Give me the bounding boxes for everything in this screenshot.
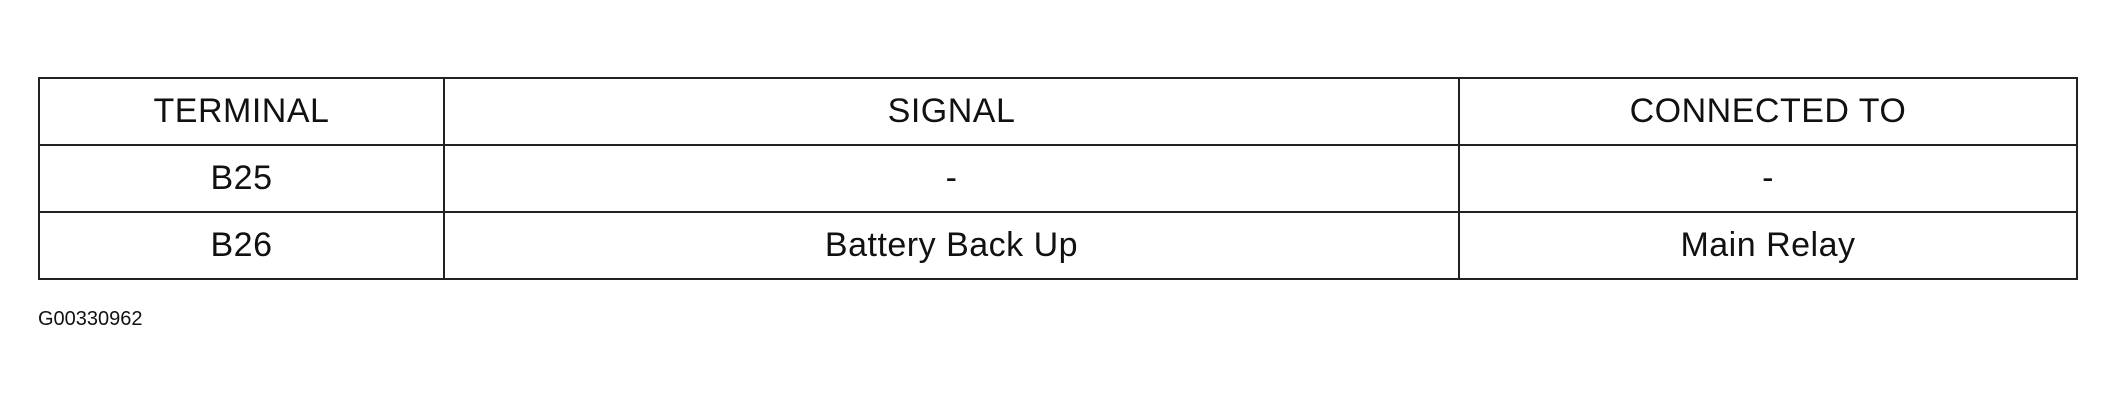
cell-terminal: B25 (38, 144, 445, 213)
header-signal: SIGNAL (443, 77, 1460, 146)
header-connected-to: CONNECTED TO (1458, 77, 2078, 146)
header-terminal: TERMINAL (38, 77, 445, 146)
cell-signal: Battery Back Up (443, 211, 1460, 280)
cell-connected-to: - (1458, 144, 2078, 213)
table-row: B25 - - (38, 144, 2078, 213)
cell-terminal: B26 (38, 211, 445, 280)
table-header-row: TERMINAL SIGNAL CONNECTED TO (38, 77, 2078, 146)
terminal-table: TERMINAL SIGNAL CONNECTED TO B25 - - B26… (38, 77, 2078, 280)
cell-signal: - (443, 144, 1460, 213)
table-row: B26 Battery Back Up Main Relay (38, 211, 2078, 280)
figure-id: G00330962 (38, 308, 143, 330)
cell-connected-to: Main Relay (1458, 211, 2078, 280)
